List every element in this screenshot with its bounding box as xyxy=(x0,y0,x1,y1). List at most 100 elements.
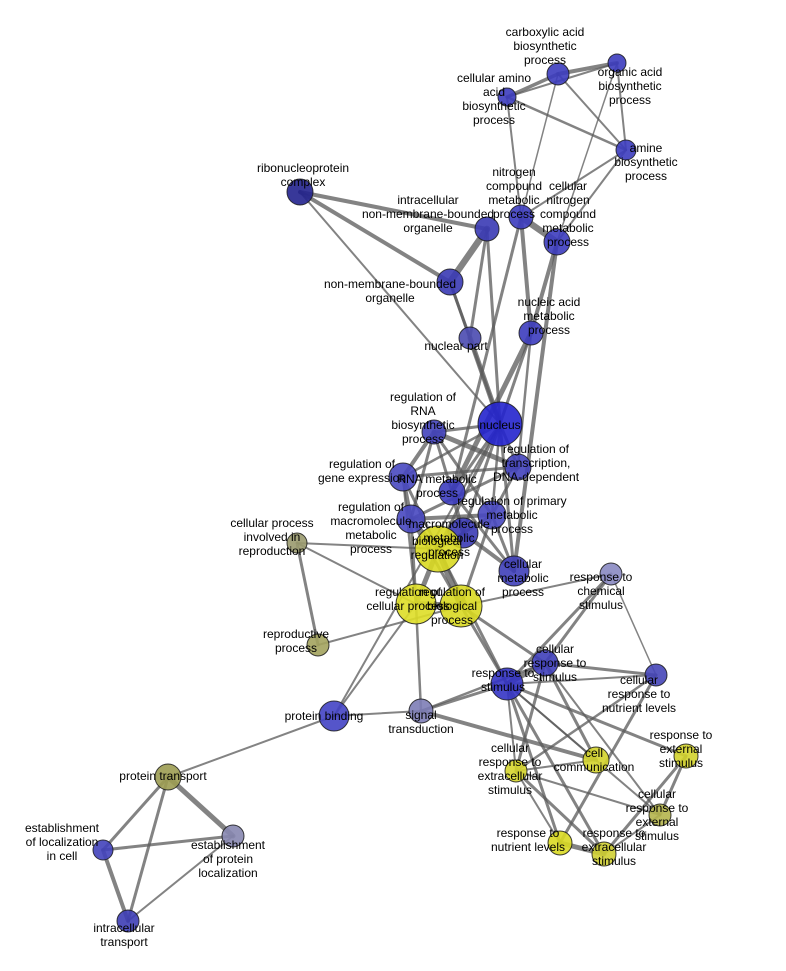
node-cellular-nitrogen-compound-metabolic-process[interactable] xyxy=(543,228,571,256)
edge-ribonucleoprotein-complex--nucleus xyxy=(299,191,501,425)
node-protein-transport[interactable] xyxy=(154,763,182,791)
node-response-to-chemical-stimulus[interactable] xyxy=(599,562,623,586)
node-regulation-of-transcription-dna-dependent[interactable] xyxy=(504,453,532,481)
node-cell-communication[interactable] xyxy=(582,746,610,774)
edge-carboxylic-acid-biosynthetic-process--amine-biosynthetic-process xyxy=(557,73,627,151)
edge-reproductive-process--regulation-of-biological-process xyxy=(317,605,462,646)
edge-organic-acid-biosynthetic-process--amine-biosynthetic-process xyxy=(616,62,627,151)
node-cellular-response-to-extracellular-stimulus[interactable] xyxy=(504,759,528,783)
node-nuclear-part[interactable] xyxy=(458,326,482,350)
edge-cellular-response-to-stimulus--cellular-response-to-nutrient-levels xyxy=(543,661,658,677)
edge-amine-biosynthetic-process--cellular-nitrogen-compound-metabolic-process xyxy=(556,149,627,243)
edge-ribonucleoprotein-complex--non-membrane-bounded-organelle xyxy=(298,190,452,284)
node-intracellular-non-membrane-bounded-organelle[interactable] xyxy=(474,216,500,242)
node-cellular-response-to-external-stimulus[interactable] xyxy=(648,803,672,827)
node-regulation-of-macromolecule-metabolic-process[interactable] xyxy=(396,504,426,534)
edge-nitrogen-compound-metabolic-process--nucleic-acid-metabolic-process xyxy=(519,215,533,335)
edge-regulation-of-rna-biosynthetic-process--regulation-of-transcription-dna-dependent xyxy=(431,429,521,470)
node-cellular-response-to-stimulus[interactable] xyxy=(531,649,559,677)
label-nuclear-part: nuclear part xyxy=(424,339,488,353)
edge-cellular-process-involved-in-reproduction--regulation-of-cellular-process xyxy=(296,542,417,605)
node-ribonucleoprotein-complex[interactable] xyxy=(286,178,314,206)
node-biological-regulation[interactable] xyxy=(414,525,462,573)
edge-protein-binding--regulation-of-cellular-process xyxy=(333,603,417,717)
node-signal-transduction[interactable] xyxy=(408,698,434,724)
node-carboxylic-acid-biosynthetic-process[interactable] xyxy=(546,62,570,86)
node-response-to-nutrient-levels[interactable] xyxy=(547,830,573,856)
node-regulation-of-biological-process[interactable] xyxy=(439,584,483,628)
edge-cellular-response-to-nutrient-levels--cellular-response-to-extracellular-stimulus xyxy=(514,673,658,773)
node-cellular-amino-acid-biosynthetic-process[interactable] xyxy=(497,87,517,107)
edge-protein-transport--establishment-of-protein-localization xyxy=(165,774,236,839)
edge-regulation-of-rna-biosynthetic-process--regulation-of-primary-metabolic-process xyxy=(432,430,494,517)
node-rna-metabolic-process[interactable] xyxy=(438,478,466,506)
edge-organic-acid-biosynthetic-process--cellular-nitrogen-compound-metabolic-process xyxy=(556,62,618,243)
node-intracellular-transport[interactable] xyxy=(116,909,140,933)
node-establishment-of-protein-localization[interactable] xyxy=(221,824,245,848)
node-cellular-process-involved-in-reproduction[interactable] xyxy=(286,532,308,554)
edge-establishment-of-localization-in-cell--intracellular-transport xyxy=(101,848,130,923)
label-nucleus: nucleus xyxy=(479,418,520,432)
edge-amine-biosynthetic-process--nitrogen-compound-metabolic-process xyxy=(520,149,627,218)
node-establishment-of-localization-in-cell[interactable] xyxy=(92,839,114,861)
edge-response-to-chemical-stimulus--cellular-response-to-nutrient-levels xyxy=(610,573,657,676)
node-response-to-external-stimulus[interactable] xyxy=(673,743,699,769)
node-nitrogen-compound-metabolic-process[interactable] xyxy=(508,204,534,230)
edge-signal-transduction--cell-communication xyxy=(419,709,598,762)
node-response-to-extracellular-stimulus[interactable] xyxy=(591,841,617,867)
node-regulation-of-primary-metabolic-process[interactable] xyxy=(477,500,507,530)
edge-cellular-response-to-stimulus--cell-communication xyxy=(543,661,598,762)
label-protein-transport: protein transport xyxy=(119,769,207,783)
node-regulation-of-gene-expression[interactable] xyxy=(388,462,418,492)
edge-nucleus--cellular-metabolic-process xyxy=(498,422,516,573)
node-cellular-response-to-nutrient-levels[interactable] xyxy=(644,663,668,687)
edge-response-to-extracellular-stimulus--cellular-response-to-extracellular-stimulus xyxy=(514,769,606,856)
node-non-membrane-bounded-organelle[interactable] xyxy=(436,268,464,296)
edge-protein-transport--intracellular-transport xyxy=(126,775,170,923)
node-amine-biosynthetic-process[interactable] xyxy=(615,139,637,161)
nodes-layer xyxy=(92,53,699,933)
edge-cellular-amino-acid-biosynthetic-process--nitrogen-compound-metabolic-process xyxy=(506,96,522,218)
node-nucleic-acid-metabolic-process[interactable] xyxy=(518,320,544,346)
node-reproductive-process[interactable] xyxy=(306,633,330,657)
edge-response-to-stimulus--response-to-chemical-stimulus xyxy=(505,572,613,686)
node-regulation-of-cellular-process[interactable] xyxy=(395,583,437,625)
edge-cellular-response-to-extracellular-stimulus--response-to-nutrient-levels xyxy=(515,770,561,844)
node-organic-acid-biosynthetic-process[interactable] xyxy=(607,53,627,73)
label-protein-binding: protein binding xyxy=(285,709,364,723)
node-protein-binding[interactable] xyxy=(318,700,350,732)
node-response-to-stimulus[interactable] xyxy=(490,667,524,701)
edge-response-to-stimulus--response-to-extracellular-stimulus xyxy=(505,682,606,856)
node-regulation-of-rna-biosynthetic-process[interactable] xyxy=(421,419,447,445)
node-nucleus[interactable] xyxy=(477,401,523,447)
edge-ribonucleoprotein-complex--intracellular-non-membrane-bounded-organelle xyxy=(298,190,489,231)
node-cellular-metabolic-process[interactable] xyxy=(498,555,530,587)
